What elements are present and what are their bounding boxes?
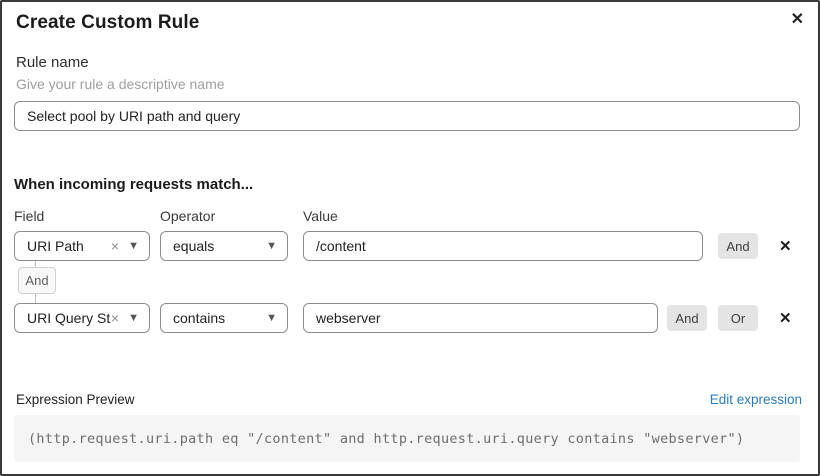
clear-field-icon[interactable]: × (110, 238, 120, 254)
value-column-label: Value (303, 208, 338, 224)
rule-name-input[interactable] (14, 101, 800, 131)
and-button-row2[interactable]: And (667, 305, 707, 331)
dialog-title: Create Custom Rule (16, 12, 200, 33)
value-input-row2[interactable] (303, 303, 658, 333)
rule-name-helper: Give your rule a descriptive name (16, 76, 225, 92)
field-select-row2[interactable]: URI Query St... × ▼ (14, 303, 150, 333)
close-icon[interactable]: ✕ (787, 8, 808, 32)
edit-expression-link[interactable]: Edit expression (709, 392, 802, 407)
match-heading: When incoming requests match... (14, 176, 254, 193)
operator-select-row1[interactable]: equals ▼ (160, 231, 288, 261)
remove-row2-icon[interactable]: ✕ (776, 308, 795, 329)
value-input-row1[interactable] (303, 231, 703, 261)
operator-select-row2-value: contains (173, 310, 226, 326)
and-connector-badge: And (18, 267, 56, 294)
clear-field-icon[interactable]: × (110, 310, 120, 326)
field-select-row1-value: URI Path (27, 238, 84, 254)
and-button-row1[interactable]: And (718, 233, 758, 259)
operator-select-row1-value: equals (173, 238, 215, 254)
operator-column-label: Operator (160, 208, 216, 224)
chevron-down-icon: ▼ (128, 239, 139, 252)
field-column-label: Field (14, 208, 45, 224)
chevron-down-icon: ▼ (266, 311, 277, 324)
chevron-down-icon: ▼ (128, 311, 139, 324)
chevron-down-icon: ▼ (266, 239, 277, 252)
remove-row1-icon[interactable]: ✕ (776, 236, 795, 257)
or-button-row2[interactable]: Or (718, 305, 758, 331)
expression-preview-label: Expression Preview (16, 392, 135, 407)
field-select-row2-value: URI Query St... (27, 310, 111, 326)
expression-code-block: (http.request.uri.path eq "/content" and… (14, 415, 800, 462)
rule-name-label: Rule name (16, 54, 89, 71)
expression-code: (http.request.uri.path eq "/content" and… (28, 430, 745, 447)
field-select-row1[interactable]: URI Path × ▼ (14, 231, 150, 261)
operator-select-row2[interactable]: contains ▼ (160, 303, 288, 333)
